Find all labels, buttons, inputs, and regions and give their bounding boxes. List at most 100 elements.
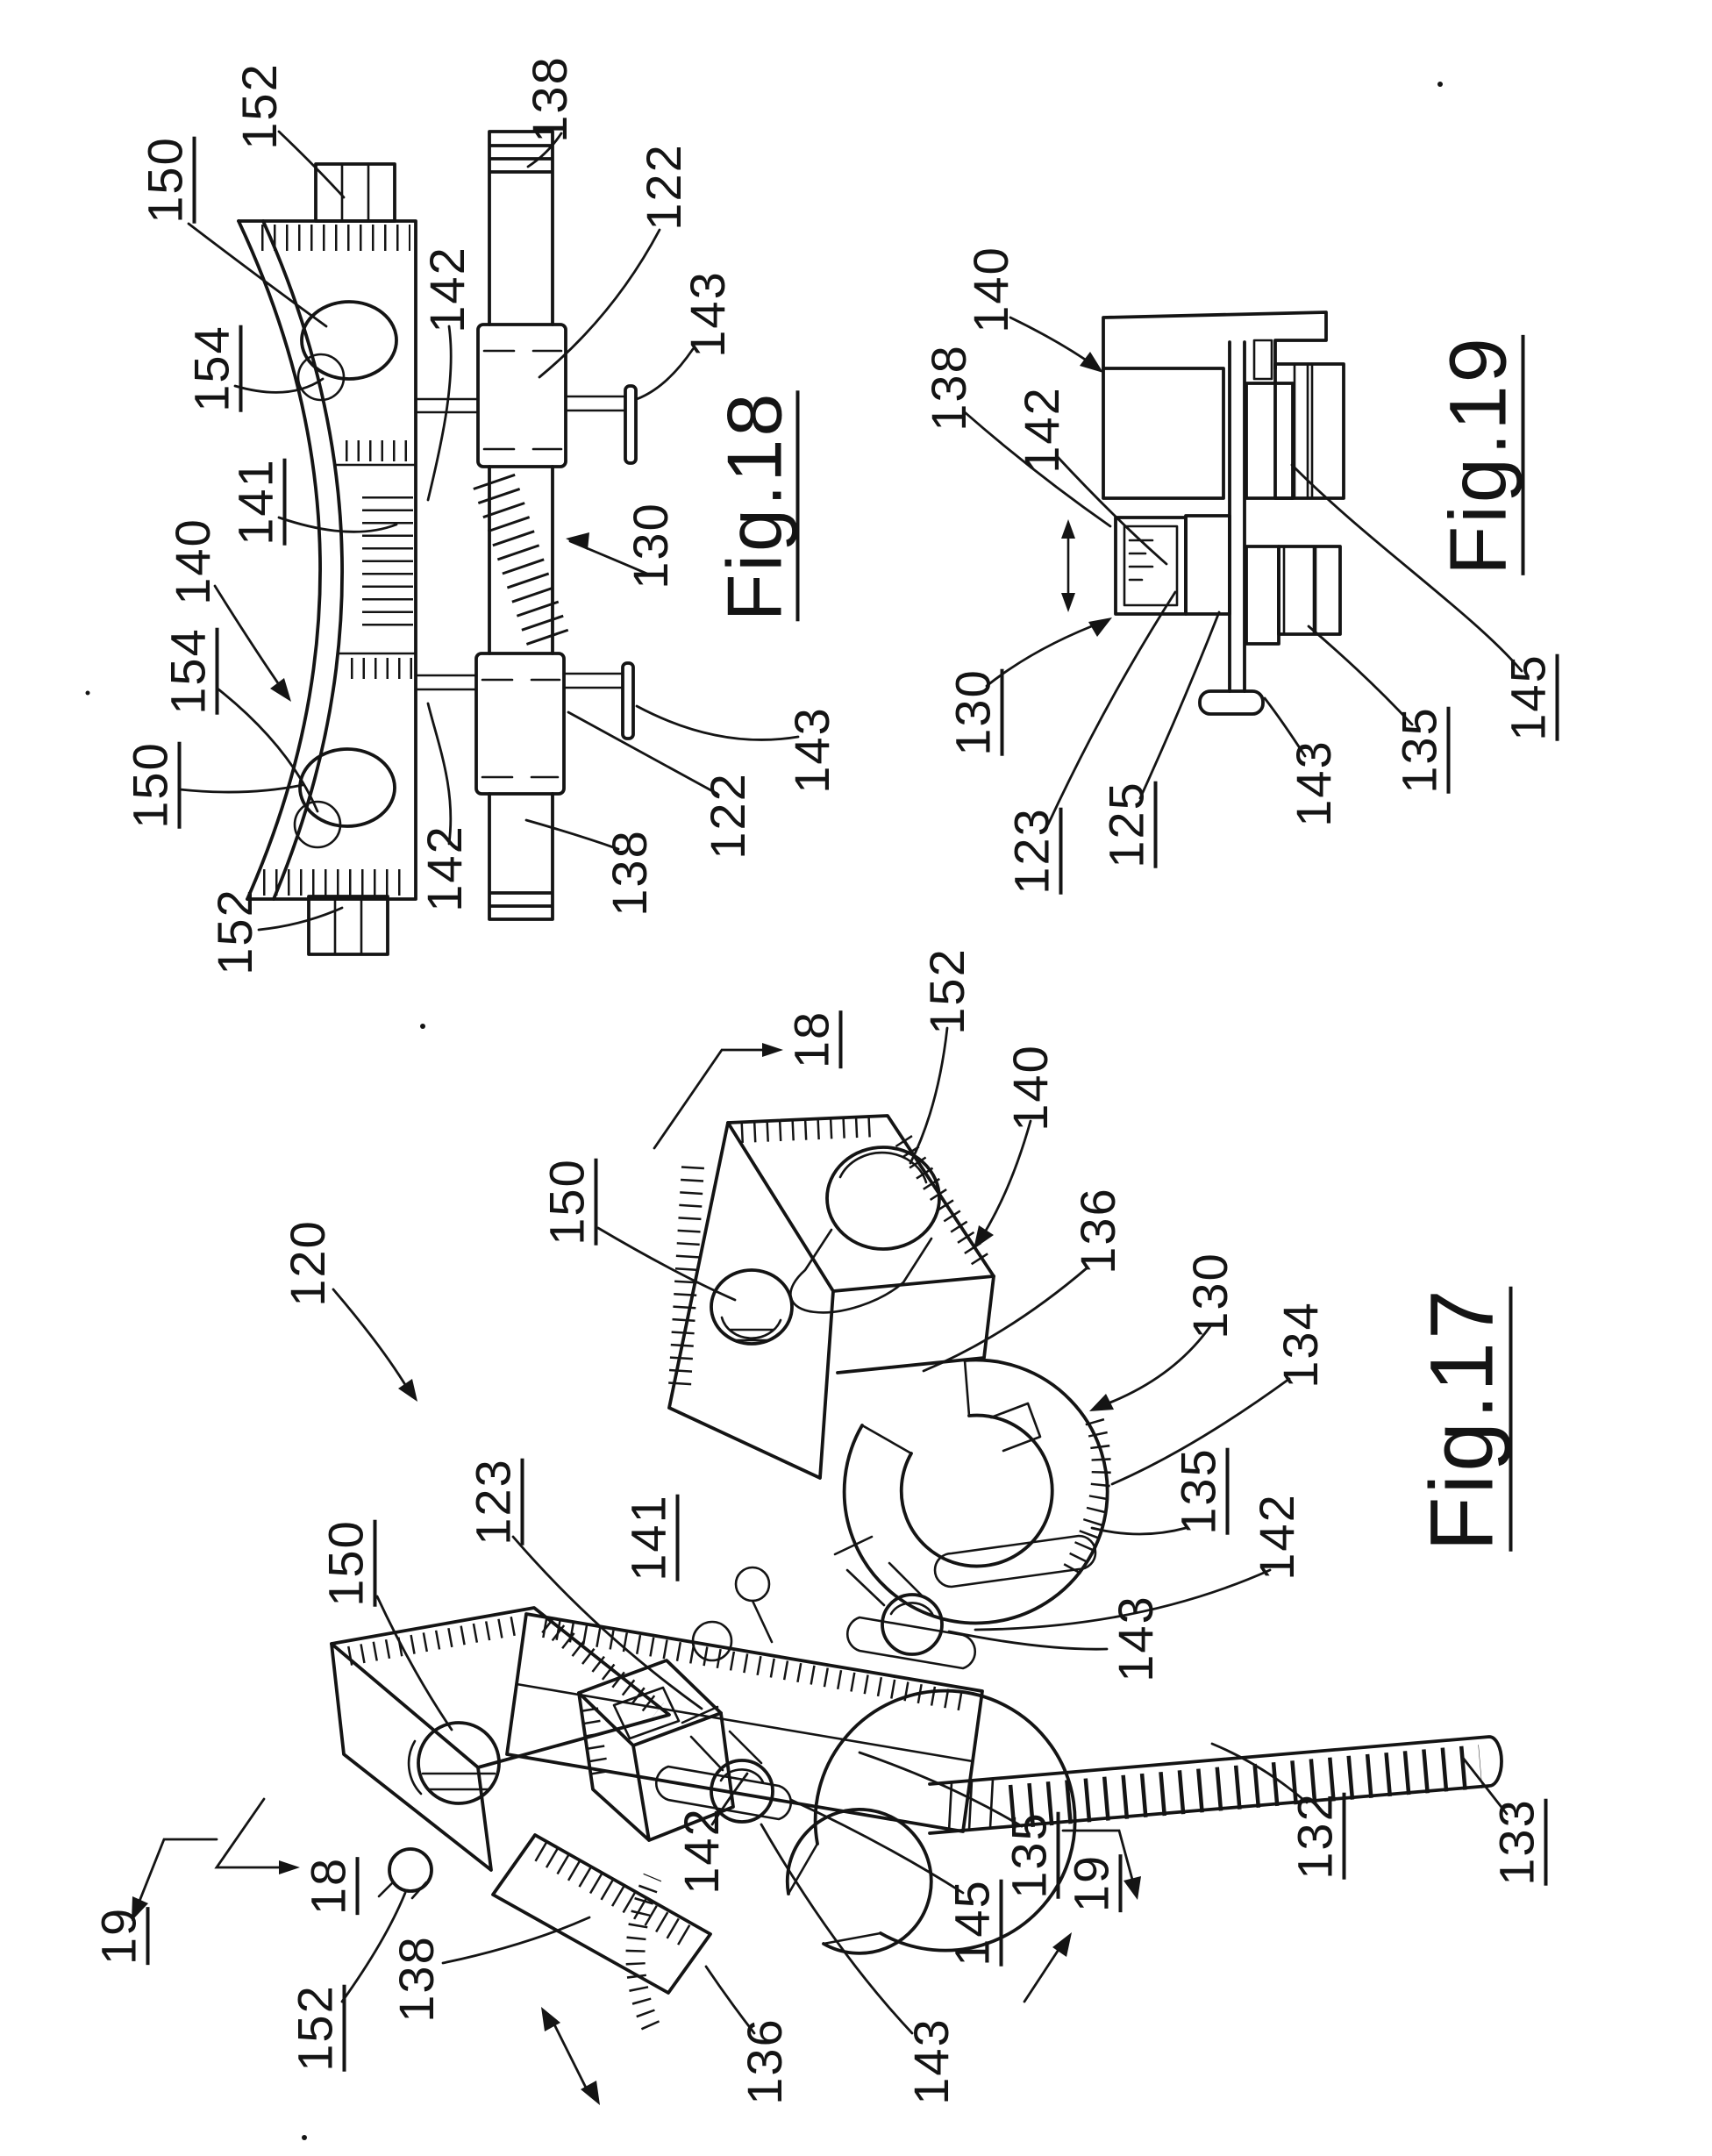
fig17-wedge-138 [491,1833,712,1995]
fig17-slotted-screw-150 [417,1721,501,1805]
ref-label-120: 120 [280,1219,335,1307]
fig17-bolt-152 [789,1146,941,1314]
leader-136-top [922,1266,1089,1373]
leader-142-top [426,325,453,502]
ref-label-143: 143 [784,706,839,794]
leader-138-bottom [524,818,620,851]
fig19-pin-flange [1198,689,1265,716]
ref-label-130: 130 [623,502,678,589]
leader-143-right [947,1630,1109,1651]
leader-152-bottom [257,906,344,932]
ref-label-18: 18 [301,1856,360,1916]
leader-143-bottom [635,704,800,741]
ref-label-138: 138 [522,55,577,143]
leader-133 [1461,1756,1509,1816]
leader-135-right [1090,1526,1188,1536]
leader-154-bottom [216,687,319,813]
ref-label-152: 152 [919,947,974,1035]
fig17-motion-arrows [541,1932,1072,2105]
ref-label-122: 122 [636,143,691,231]
fig18-bolt-top [314,162,396,223]
fig18-art [178,130,800,956]
leader-141 [277,516,398,533]
figure-caption-Fig18: Fig.18 [710,390,800,622]
leader-135 [1307,625,1414,726]
fig19-pin-shaft [1228,340,1246,693]
ref-label-140: 140 [165,518,220,605]
fig18-curved-edge-outer [237,219,322,901]
leader-125 [1138,610,1221,800]
ref-label-143: 143 [903,2017,959,2105]
ref-label-154: 154 [160,627,219,715]
ref-label-141: 141 [621,1494,680,1581]
ref-label-141: 141 [228,458,287,546]
leader-142-bottom [426,702,453,846]
fig19-block-140 [1102,367,1225,500]
leader-123 [511,1535,703,1710]
leader-154-top [233,377,325,394]
ref-label-136: 136 [737,2017,792,2105]
arrowhead [566,532,589,550]
arrowhead [132,1896,148,1921]
fig17-c-ring-clamp [842,1358,1111,1625]
arrowhead [1124,1876,1141,1900]
fig17-pin-heads [681,1535,944,1824]
arrowhead [762,1043,783,1057]
ref-label-142: 142 [1014,386,1069,474]
fig17-slot-135-right [933,1534,1097,1588]
leader-143-bottom [760,1823,914,2035]
ref-label-125: 125 [1099,781,1158,868]
fig19-block-135 [1277,545,1342,636]
leader-150-top [596,1226,737,1302]
fig18-clamp-block-top [476,323,567,468]
ref-label-150: 150 [138,136,196,224]
arrowhead [270,678,291,702]
ref-label-138: 138 [921,344,976,432]
fig17-bolt-152-lower [388,1847,433,1893]
fig19-art [963,311,1523,826]
leader-152-lower [340,1891,407,2003]
ref-label-134: 134 [1273,1301,1328,1389]
fig17-hole-150 [710,1268,794,1346]
fig17-c-piece-136 [625,1688,1077,2031]
fig19-block-145 [1310,362,1345,500]
ref-label-142: 142 [1249,1493,1304,1581]
ink-specks [85,82,1443,2140]
ref-label-142: 142 [417,825,472,912]
leader-150-bottom [375,1595,453,1731]
leader-138-top [526,132,563,168]
ref-label-150: 150 [318,1519,377,1607]
leader-arrow-120 [332,1288,414,1398]
fig19-cap-outline [1102,311,1328,370]
ref-label-143: 143 [680,270,735,358]
fig18-rod [488,465,554,655]
leader-138 [441,1916,591,1965]
ref-label-150: 150 [539,1158,598,1246]
leader-136-bottom [704,1965,756,2035]
ref-label-138: 138 [389,1935,444,2023]
leader-138 [963,410,1112,528]
ref-label-152: 152 [207,888,262,975]
leader-122-top [538,228,661,379]
ref-label-145: 145 [945,1879,1003,1967]
fig18-hole-bottom [298,747,396,828]
ref-label-138: 138 [602,829,657,917]
arrowhead [974,1225,994,1249]
ref-label-142: 142 [674,1807,729,1895]
ref-label-136: 136 [1070,1187,1125,1274]
figure-caption-Fig17: Fig.17 [1411,1287,1513,1552]
ref-label-123: 123 [1004,807,1063,895]
fig18-tpin-top [564,395,627,412]
fig18-hole-top [300,300,398,381]
ref-label-140: 140 [1002,1044,1058,1132]
fig18-bolt-bottom [307,895,389,956]
arrowhead [398,1379,417,1402]
fig17-block140-top-face [726,1114,995,1293]
fig18-curved-edge-inner [261,219,345,901]
leader-132 [1210,1742,1309,1804]
fig18-tpin-bottom [562,672,624,689]
ref-label-135: 135 [1392,706,1451,794]
ref-label-143: 143 [1286,739,1341,827]
leader-142-right [974,1568,1272,1631]
ref-label-133: 133 [1489,1798,1548,1886]
